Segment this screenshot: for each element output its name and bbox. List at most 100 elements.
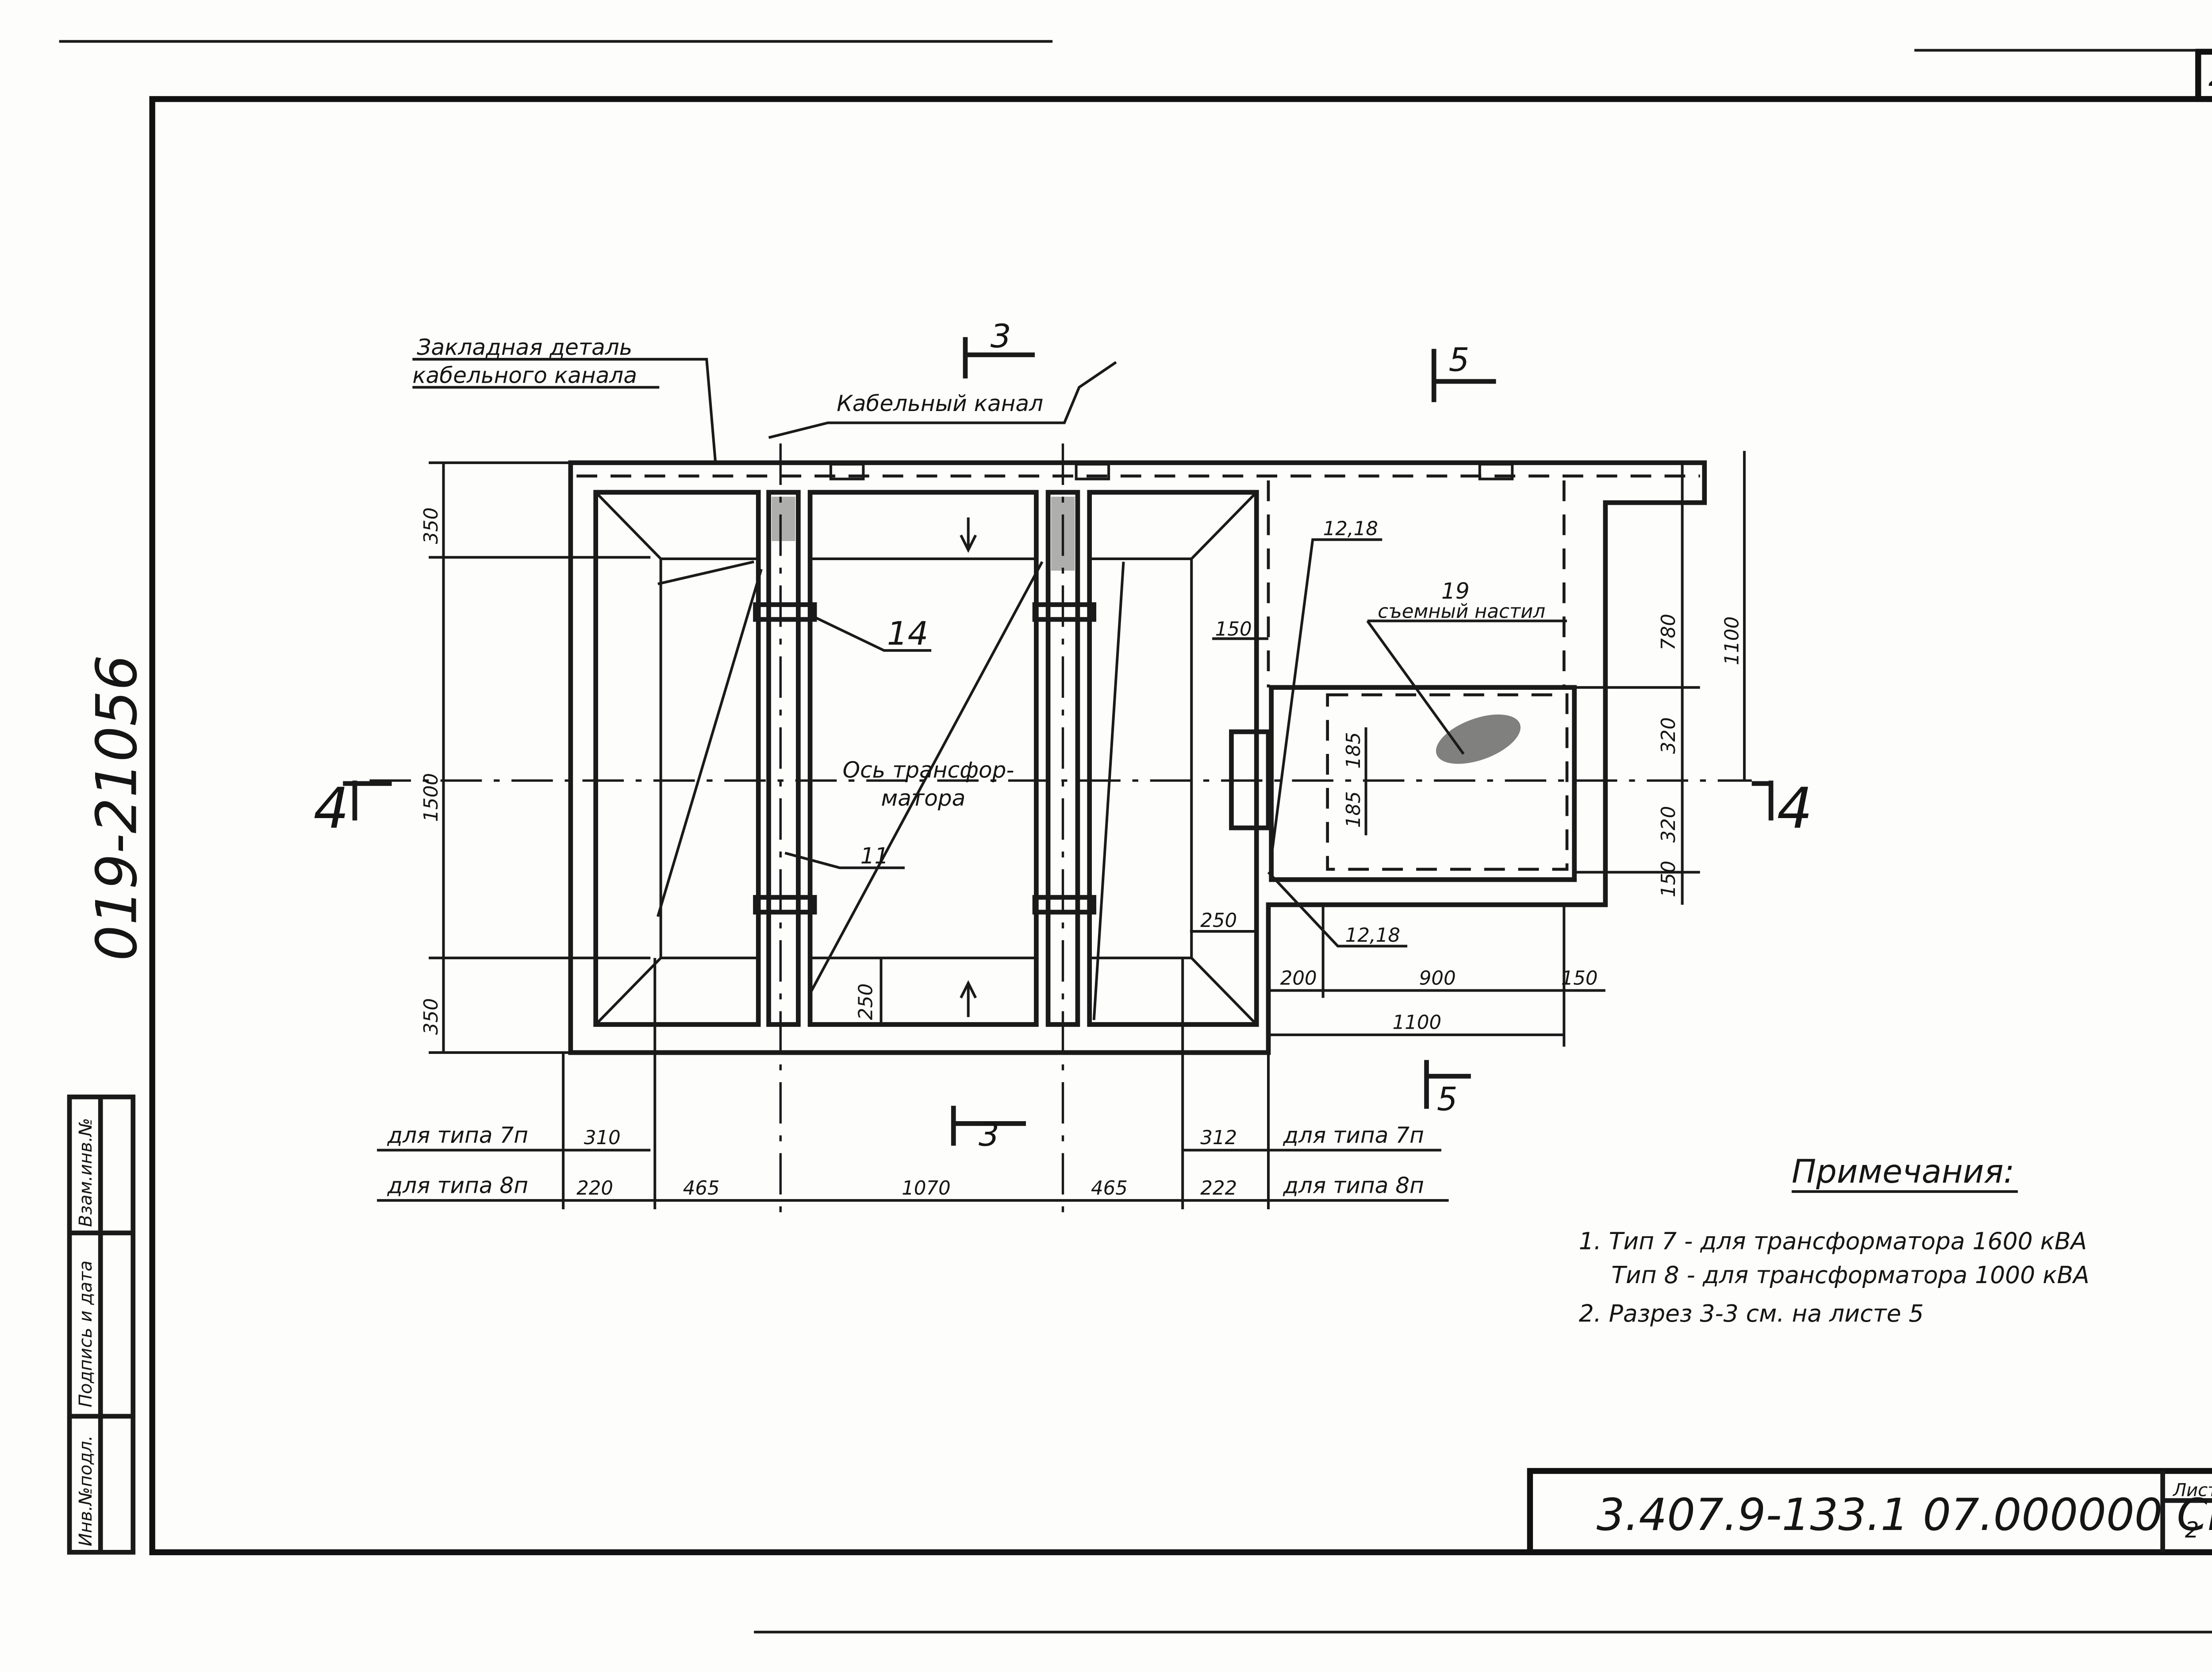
arrow-up [960, 980, 977, 1017]
archive-number: 019-21056 [84, 655, 149, 961]
type8-left-label: для типа 8п [387, 1172, 528, 1198]
callout-11: 11 [860, 842, 889, 869]
dim-1100-right: 1100 [1721, 616, 1743, 665]
main-frame [149, 96, 2212, 1556]
arrow-down [960, 517, 977, 553]
dim-150-cabinet: 150 [1215, 619, 1252, 641]
rail-clamp-1 [753, 602, 817, 622]
callout-1218-top: 12,18 [1323, 518, 1378, 540]
callout-1218-bottom: 12,18 [1345, 924, 1400, 946]
leader-1218-bottom [1267, 871, 1408, 948]
rail-clamp-4 [1032, 895, 1097, 915]
type7-left-label: для типа 7п [387, 1122, 528, 1148]
note-1-cont: Тип 8 - для трансформатора 1000 кВА [1611, 1261, 2089, 1289]
type8-value-4: 465 [1091, 1177, 1128, 1199]
callout-19: 19 [1441, 578, 1470, 604]
dim-1500: 1500 [420, 773, 442, 822]
foundation-plan: 350 1500 350 780 320 320 150 1100 150 25… [313, 318, 1813, 1212]
dim-150-bottom: 150 [1561, 967, 1598, 989]
dim-250-right: 250 [1200, 910, 1237, 932]
middle-pit [807, 490, 1039, 1027]
notes-heading: Примечания: [1792, 1153, 2015, 1191]
type8-value-1: 220 [576, 1177, 613, 1199]
right-pit [1087, 490, 1259, 1027]
leader-19 [1366, 619, 1567, 755]
rail-clamp-2 [1032, 602, 1097, 622]
type7-right-label: для типа 7п [1283, 1122, 1424, 1148]
section-4-left-mark [343, 780, 392, 821]
dim-350-top: 350 [420, 507, 442, 544]
type7-left-value: 310 [584, 1127, 621, 1149]
section-3-bottom: 3 [979, 1116, 999, 1154]
type8-value-5: 222 [1200, 1177, 1237, 1199]
left-pit [593, 490, 761, 1027]
cable-channel-label: Кабельный канал [837, 390, 1043, 416]
rail-left-hatch [772, 496, 795, 541]
embedded-part-leader [412, 357, 717, 463]
section-5-bottom: 5 [1437, 1080, 1458, 1118]
transformer-axis-label-1: Ось трансфор- [843, 757, 1014, 783]
sheet-number: 2 [2185, 1517, 2199, 1543]
anchor-plate-3 [1478, 463, 1514, 480]
page-number: 29 [2208, 56, 2212, 94]
section-4-right: 4 [1777, 776, 1813, 841]
dim-200: 200 [1280, 967, 1317, 989]
anchor-plate-1 [829, 463, 865, 480]
dim-150-right: 150 [1658, 861, 1680, 897]
sheet-label: Лист [2172, 1480, 2212, 1500]
foundation-outline [568, 460, 1707, 1055]
transformer-axis-label-2: матора [881, 785, 966, 811]
leader-14 [809, 614, 932, 652]
side-stamp: Инв.№подл. Подпись и дата Взам.инв.№ [67, 1094, 136, 1555]
rail-left [766, 490, 801, 1027]
type8-right-label: для типа 8п [1283, 1172, 1424, 1198]
leader-left-slope [657, 560, 763, 917]
rail-clamp-3 [753, 895, 817, 915]
stamp-signature-date: Подпись и дата [76, 1261, 96, 1407]
section-5-top: 5 [1449, 342, 1470, 379]
type8-value-2: 465 [683, 1177, 720, 1199]
anchor-plate-2 [1075, 463, 1110, 480]
leader-rail-cross [809, 561, 1044, 994]
cable-channel-leader [768, 361, 1117, 439]
embedded-part-label-1: Закладная деталь [417, 334, 632, 360]
note-2: 2. Разрез 3-3 см. на листе 5 [1579, 1299, 1924, 1327]
leader-11 [784, 852, 905, 869]
notes: Примечания: 1. Тип 7 - для трансформатор… [1579, 1153, 2089, 1327]
section-4-right-mark [1751, 780, 1774, 821]
dim-185-b: 185 [1343, 791, 1365, 828]
leader-right-slope [1092, 561, 1125, 1020]
callout-14: 14 [887, 615, 929, 653]
section-3-bottom-mark [951, 1106, 1026, 1146]
page-number-box [2195, 49, 2212, 102]
right-pit-slope [1089, 491, 1258, 1026]
dim-320-b: 320 [1658, 806, 1680, 843]
dim-250-rail: 250 [855, 984, 877, 1020]
left-pit-slope [595, 491, 759, 1026]
dim-320-a: 320 [1658, 717, 1680, 754]
removable-deck-label: съемный настил [1378, 601, 1545, 623]
document-code: 3.407.9-133.1 07.000000 СБ [1597, 1489, 2212, 1541]
dim-780: 780 [1658, 614, 1680, 650]
section-5-top-mark [1431, 349, 1496, 402]
note-1: 1. Тип 7 - для трансформатора 1600 кВА [1579, 1227, 2087, 1255]
deck-hatch [1436, 714, 1521, 764]
leader-1218-top [1270, 538, 1382, 858]
dim-900: 900 [1419, 967, 1456, 989]
removable-deck [1326, 693, 1569, 871]
section-3-top-mark [963, 337, 1035, 379]
dim-185-a: 185 [1343, 732, 1365, 769]
embedded-part-label-2: кабельного канала [412, 362, 637, 388]
stamp-replacement: Взам.инв.№ [76, 1118, 96, 1227]
title-block-frame [1527, 1468, 2212, 1556]
dim-1100-bottom: 1100 [1393, 1012, 1442, 1034]
cabinet-nozzle [1229, 729, 1271, 830]
section-4-left: 4 [313, 776, 349, 841]
section-3-top: 3 [991, 318, 1011, 355]
title-block: 3.407.9-133.1 07.000000 СБ Лист 2 [1527, 1468, 2212, 1556]
type8-value-3: 1070 [902, 1177, 951, 1199]
type7-right-value: 312 [1200, 1127, 1237, 1149]
stamp-inv-number: Инв.№подл. [76, 1435, 96, 1546]
section-5-bottom-mark [1424, 1060, 1471, 1109]
